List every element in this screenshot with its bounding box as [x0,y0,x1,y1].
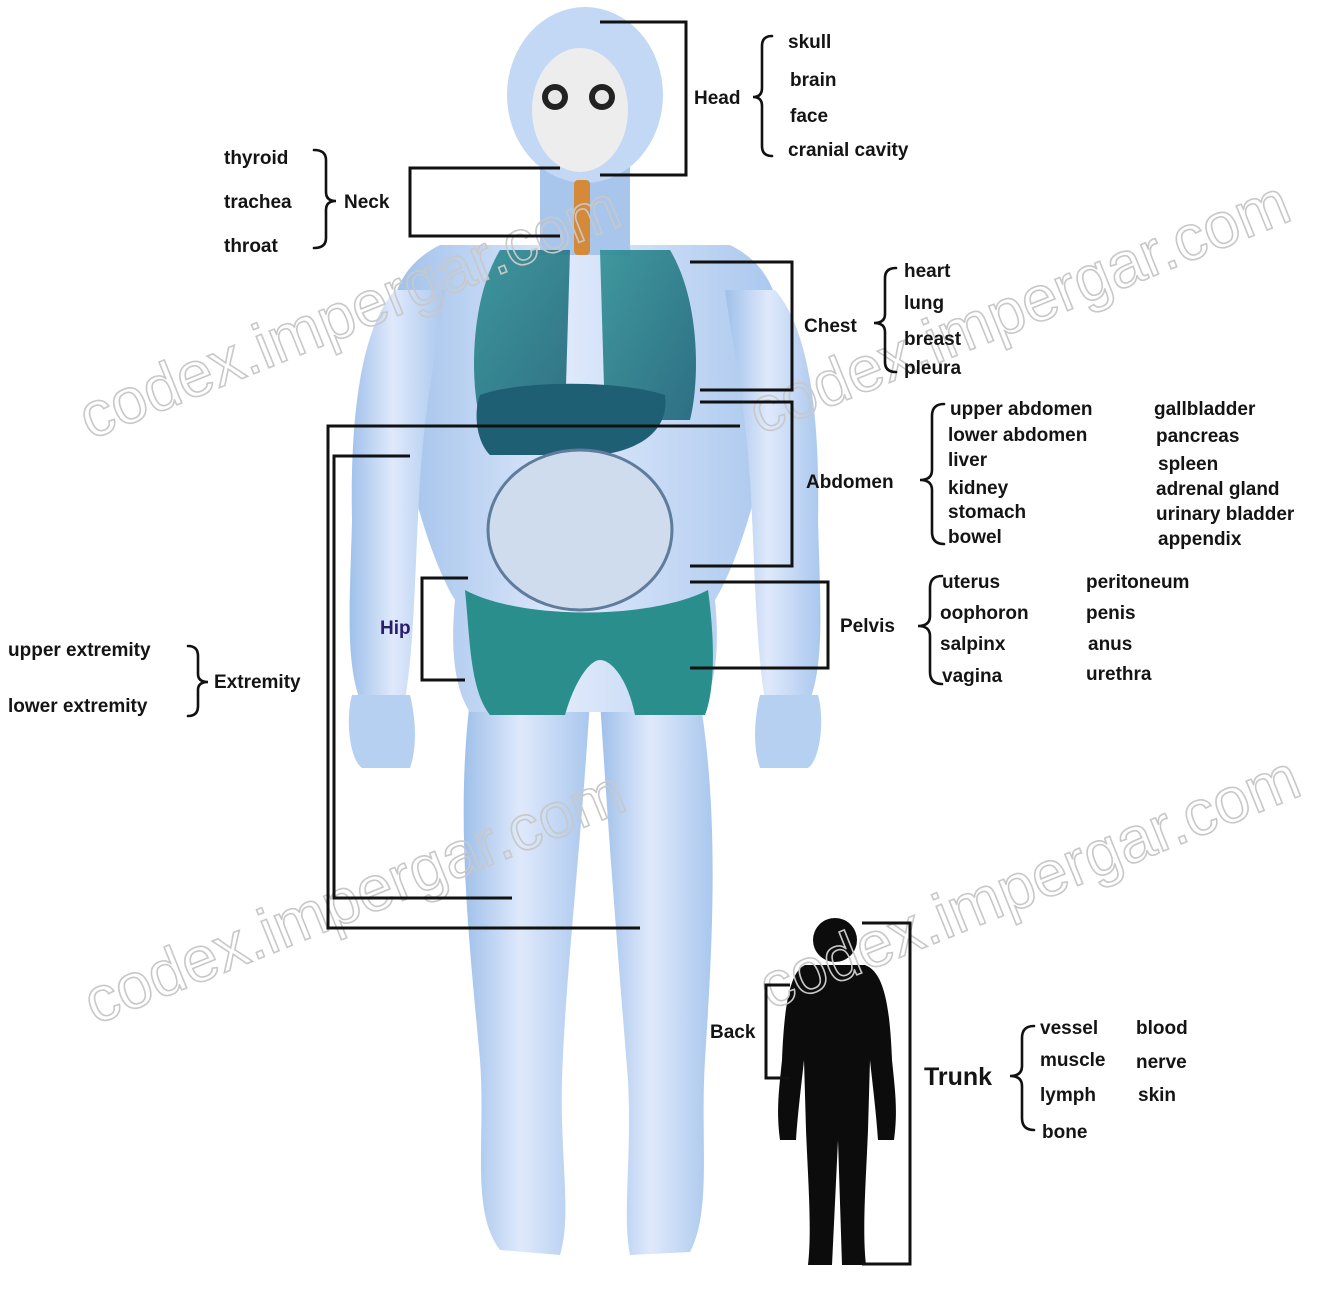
abdomen-item: bowel [948,527,1002,548]
label-neck: Neck [344,192,390,213]
right-hand [755,695,821,768]
pelvis-brace [918,576,942,684]
neck-item: thyroid [224,148,288,169]
face-skull [532,48,628,172]
chest-item: heart [904,261,951,282]
trunk-item: blood [1136,1018,1188,1039]
abdomen-item: stomach [948,502,1026,523]
abdomen-brace [920,404,944,544]
abdomen-item: adrenal gland [1156,479,1280,500]
chest-item: pleura [904,358,961,379]
trunk-item: skin [1138,1085,1176,1106]
pelvis-item: vagina [942,666,1003,687]
left-eye [548,90,562,104]
pelvis-item: penis [1086,603,1136,624]
abdomen-item: liver [948,450,988,471]
label-extremity: Extremity [214,672,301,693]
left-hand [349,695,415,768]
label-abdomen: Abdomen [806,472,894,493]
neck-item: trachea [224,192,292,213]
trunk-brace [1010,1026,1034,1130]
extremity-item: lower extremity [8,696,148,717]
chest-item: breast [904,329,962,350]
pelvis-item: anus [1088,634,1132,655]
pelvis-item: uterus [942,572,1000,593]
abdomen-item: pancreas [1156,426,1239,447]
intestines [488,450,672,610]
abdomen-item: gallbladder [1154,399,1256,420]
head-brace [753,36,772,156]
trunk-item: bone [1042,1122,1087,1143]
trunk-item: vessel [1040,1018,1098,1039]
label-back: Back [710,1022,756,1043]
trunk-item: muscle [1040,1050,1105,1071]
label-chest: Chest [804,316,857,337]
pelvis-item: urethra [1086,664,1152,685]
extremity-item: upper extremity [8,640,151,661]
abdomen-item: urinary bladder [1156,504,1295,525]
neck-item: throat [224,236,279,257]
pelvis-item: oophoron [940,603,1029,624]
trunk-item: nerve [1136,1052,1187,1073]
head-item: skull [788,32,831,53]
head-item: cranial cavity [788,140,909,161]
extremity-brace [188,646,208,716]
watermark-text: codex.impergar.com [748,740,1309,1023]
right-eye [595,90,609,104]
label-pelvis: Pelvis [840,616,895,637]
label-head: Head [694,88,740,109]
head-item: face [790,106,828,127]
chest-item: lung [904,293,944,314]
abdomen-item: spleen [1158,454,1218,475]
pelvis-item: peritoneum [1086,572,1189,593]
abdomen-item: appendix [1158,529,1242,550]
abdomen-item: upper abdomen [950,399,1093,420]
pelvis-item: salpinx [940,634,1006,655]
trunk-item: lymph [1040,1085,1096,1106]
label-hip: Hip [380,618,411,639]
head-item: brain [790,70,836,91]
abdomen-item: kidney [948,478,1009,499]
abdomen-item: lower abdomen [948,425,1087,446]
neck-brace [314,150,336,248]
label-trunk: Trunk [924,1063,992,1091]
